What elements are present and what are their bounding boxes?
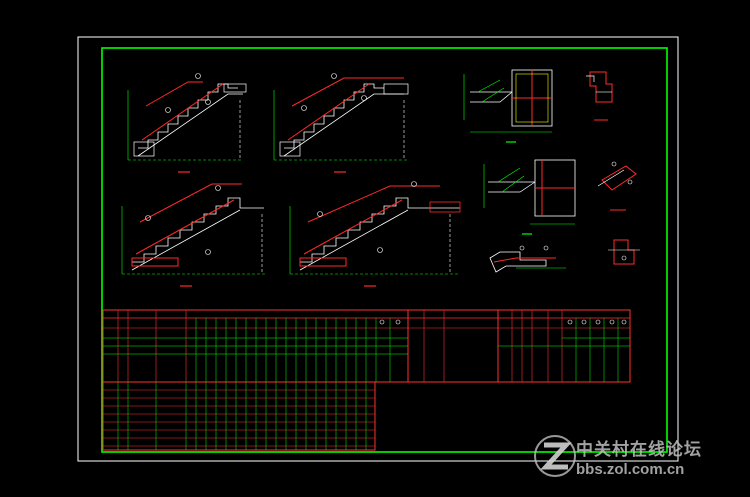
connection-detail-3 [608, 239, 640, 265]
zol-z-logo-icon [534, 435, 576, 477]
connection-detail-2 [597, 161, 637, 211]
forum-watermark: 中关村在线论坛 bbs.zol.com.cn [532, 429, 732, 487]
schedule-table [102, 309, 631, 451]
stair-section-3 [121, 183, 267, 287]
outer-frame [77, 36, 679, 462]
inner-frame [101, 47, 668, 453]
stair-section-4 [289, 181, 461, 287]
plan-detail-2 [483, 159, 576, 235]
plan-detail-1 [463, 69, 553, 143]
watermark-url: bbs.zol.com.cn [576, 461, 685, 478]
watermark-title: 中关村在线论坛 [576, 440, 702, 460]
stair-section-1 [127, 73, 247, 173]
landing-detail [489, 245, 566, 273]
connection-detail-1 [586, 71, 613, 121]
stair-section-2 [273, 73, 409, 173]
